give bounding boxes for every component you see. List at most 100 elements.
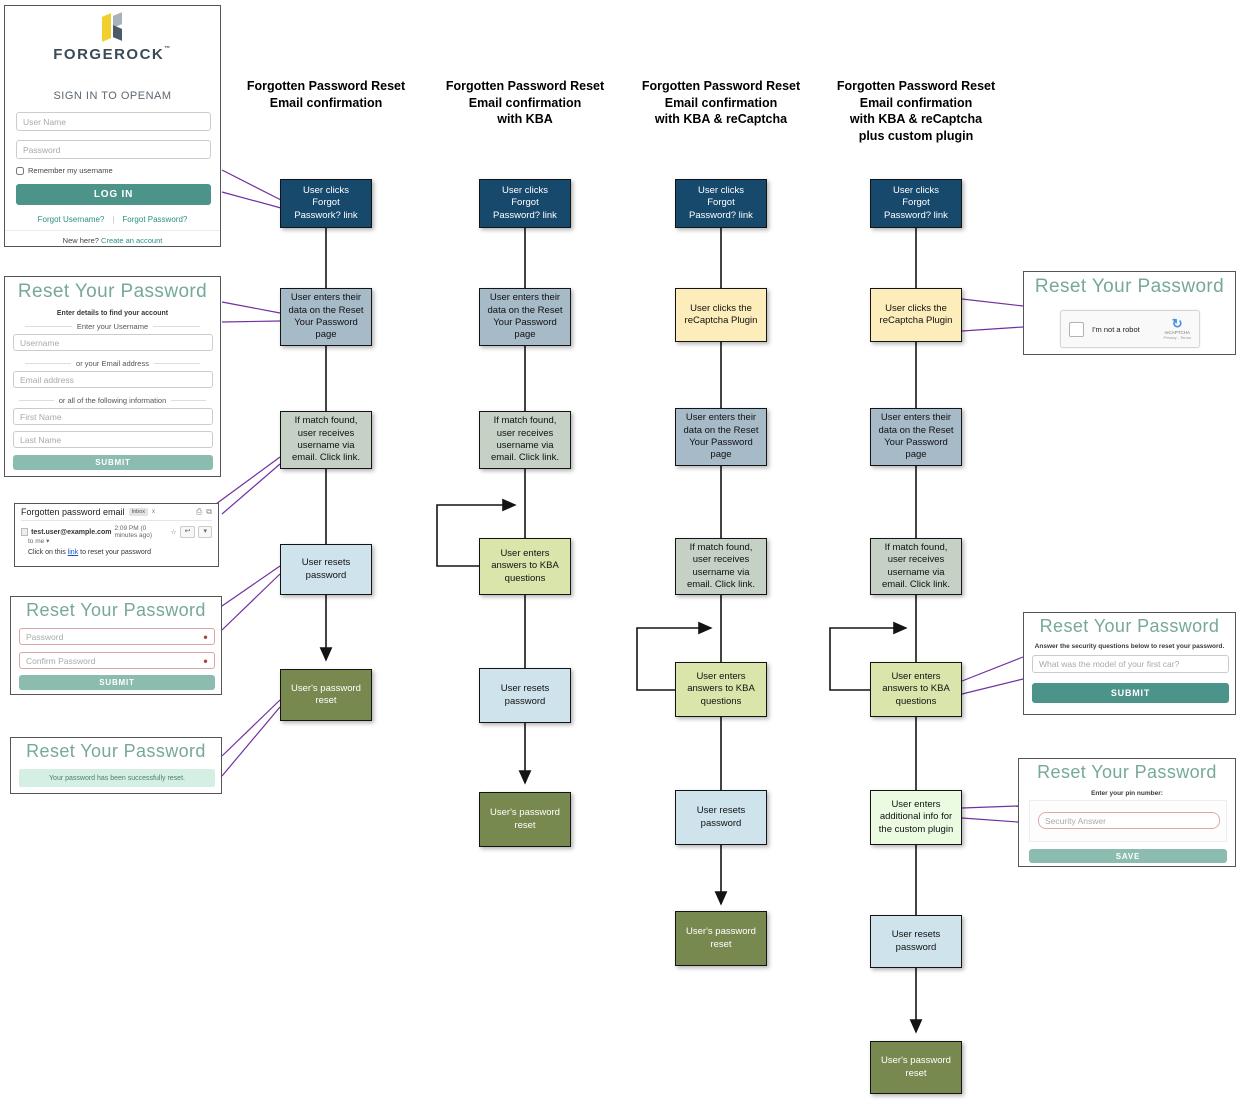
flow-box: User resets password [479,668,571,723]
flow-box: If match found, user receives username v… [280,411,372,469]
inbox-chip: Inbox [128,508,149,516]
remember-checkbox[interactable] [16,166,24,175]
reset-link[interactable]: link [67,549,79,556]
flow-box: User enters their data on the Reset Your… [675,408,767,466]
screenshot-reset-form: Reset Your Password ● ● SUBMIT [10,596,222,695]
username-input[interactable] [16,112,211,131]
find-email-input[interactable] [13,371,213,388]
screenshot-email: Forgotten password email Inbox x ⎙ ⧉ tes… [14,503,219,567]
password-input[interactable] [16,140,211,159]
section-all-label: or all of the following information [58,396,167,405]
sender-avatar-icon [21,528,29,536]
flow-box: If match found, user receives username v… [870,538,962,595]
flow-box: User's password reset [675,911,767,966]
forgot-password-link[interactable]: Forgot Password? [122,215,188,224]
create-account-link[interactable]: Create an account [101,236,163,245]
recaptcha-name: reCAPTCHA [1164,330,1191,336]
flow-box: User resets password [280,544,372,595]
flow-box: User resets password [870,915,962,968]
forgerock-brand: FORGEROCK™ [53,46,172,63]
trademark: ™ [164,46,172,52]
flow-box: User clicks the reCaptcha Plugin [870,288,962,342]
page-title: Reset Your Password [1034,276,1225,297]
flow-box: If match found, user receives username v… [675,538,767,595]
flow-box: User clicks the reCaptcha Plugin [675,288,767,342]
flow-box: User's password reset [870,1041,962,1094]
plugin-save-button[interactable]: SAVE [1029,849,1227,863]
recaptcha-logo-icon: ↻ [1171,316,1183,332]
flow-box: User enters their data on the Reset Your… [870,408,962,466]
flow-box: User's password reset [280,669,372,721]
flow-lines [319,228,923,1034]
section-username-label: Enter your Username [76,322,149,331]
flow-box: User clicks Forgot Password? link [870,179,962,228]
email-subject: Forgotten password email [21,507,125,517]
page-title: Reset Your Password [1039,616,1220,636]
flow-box: User clicks Forgot Password? link [675,179,767,228]
security-answer-input[interactable] [1038,812,1220,829]
column-header-1: Forgotten Password Reset Email confirmat… [246,79,406,110]
email-time: 2:09 PM (0 minutes ago) [114,525,153,539]
new-here-label: New here? [62,236,99,245]
email-sender: test.user@example.com [31,528,112,536]
open-in-new-icon[interactable]: ⧉ [206,507,212,516]
callout-lines [215,169,1024,823]
error-icon: ● [203,632,208,641]
flow-box: User enters their data on the Reset Your… [479,288,571,346]
forgot-username-link[interactable]: Forgot Username? [37,215,105,224]
plugin-panel [1029,800,1227,842]
divider-line [5,230,220,231]
page-title: Reset Your Password [26,741,206,761]
page-title: Reset Your Password [26,600,206,620]
more-caret-icon[interactable]: ▾ [198,526,212,538]
kba-submit-button[interactable]: SUBMIT [1032,683,1229,703]
security-question-input[interactable] [1032,655,1229,673]
column-header-4: Forgotten Password Reset Email confirmat… [836,79,996,143]
screenshot-plugin: Reset Your Password Enter your pin numbe… [1018,758,1236,867]
flow-box: User clicks Forgot Passwork? link [280,179,372,228]
reset-submit-button[interactable]: SUBMIT [19,675,215,690]
print-icon[interactable]: ⎙ [195,507,203,516]
flow-box: User's password reset [479,792,571,847]
confirm-password-input[interactable] [19,652,215,669]
flow-box: User enters answers to KBA questions [479,538,571,595]
recaptcha-terms[interactable]: Privacy - Terms [1163,335,1191,341]
first-name-input[interactable] [13,408,213,425]
screenshot-kba: Reset Your Password Answer the security … [1023,612,1236,715]
plugin-subtitle: Enter your pin number: [1091,790,1163,797]
page-title: Reset Your Password [17,281,208,302]
kba-subtitle: Answer the security questions below to r… [1034,643,1225,650]
find-subtitle: Enter details to find your account [56,310,169,317]
remember-label: Remember my username [28,166,113,175]
flow-box: User resets password [675,790,767,845]
screenshot-success: Reset Your Password Your password has be… [10,737,222,794]
recaptcha-label: I'm not a robot [1092,324,1140,334]
email-body-text: to reset your password [78,549,151,556]
error-icon: ● [203,656,208,665]
to-me-label: to me [28,538,45,545]
find-username-input[interactable] [13,334,213,351]
flow-box: User clicks Forgot Password? link [479,179,571,228]
signin-title: SIGN IN TO OPENAM [53,90,172,102]
last-name-input[interactable] [13,431,213,448]
new-password-input[interactable] [19,628,215,645]
recaptcha-checkbox[interactable] [1069,321,1084,337]
column-header-2: Forgotten Password Reset Email confirmat… [445,79,605,126]
screenshot-find-account: Reset Your Password Enter details to fin… [4,276,221,477]
flow-box: User enters answers to KBA questions [870,662,962,717]
flow-box: User enters additional info for the cust… [870,790,962,845]
flow-box: User enters answers to KBA questions [675,662,767,717]
to-caret-icon[interactable]: ▾ [46,538,50,545]
recaptcha-widget: I'm not a robot ↻ reCAPTCHA Privacy - Te… [1060,310,1200,348]
find-submit-button[interactable]: SUBMIT [13,455,213,470]
success-message: Your password has been successfully rese… [19,769,215,787]
star-icon[interactable]: ☆ [170,529,177,536]
section-email-label: or your Email address [76,359,149,368]
chip-close[interactable]: x [152,509,156,515]
email-body-text: Click on this [28,549,68,556]
login-button[interactable]: LOG IN [16,184,211,205]
link-divider: | [112,215,115,224]
forgerock-logo-icon [96,12,130,42]
reply-icon[interactable]: ↩ [179,526,196,538]
